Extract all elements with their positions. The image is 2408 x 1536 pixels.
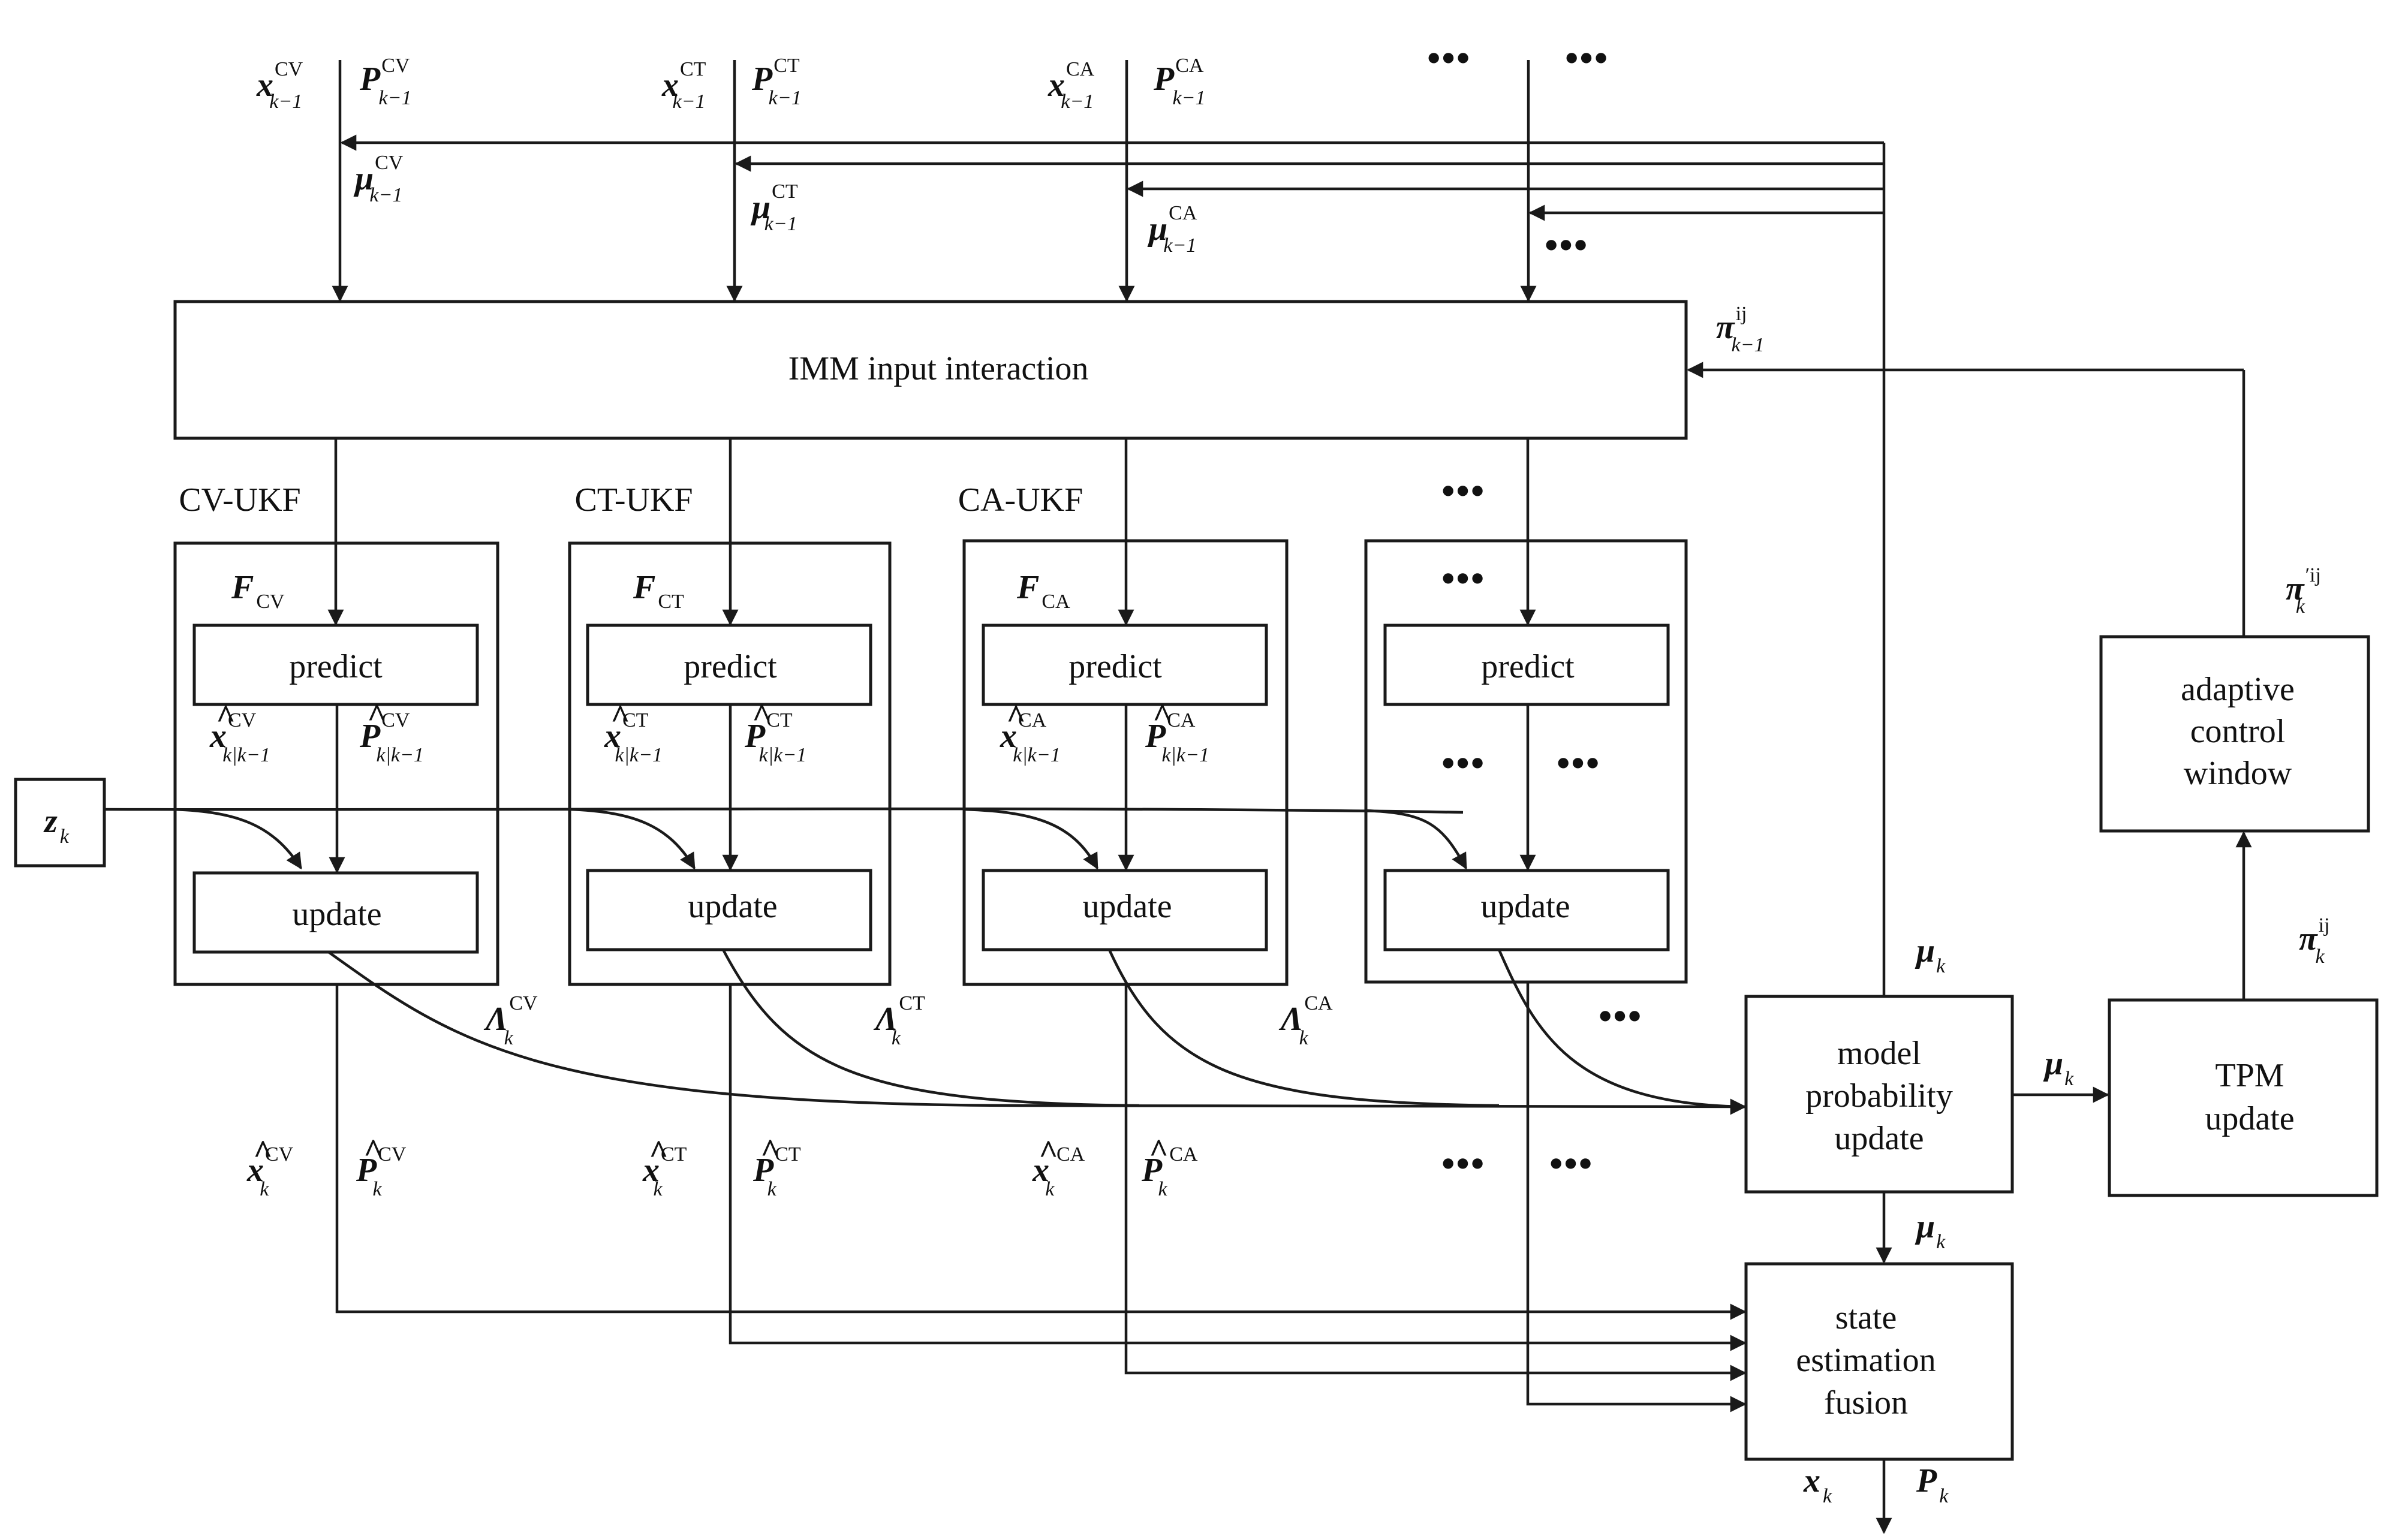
cv-update-block	[192, 871, 479, 954]
imm-block-label: IMM input interaction	[788, 350, 1089, 387]
connections	[104, 60, 2252, 1534]
ct-predict-label: predict	[684, 648, 777, 685]
ct-predict-block	[586, 624, 872, 706]
hat-xhat-ct-pred: ^	[610, 698, 630, 736]
ellipsis-mu: •••	[1545, 224, 1588, 266]
ellipsis-filter-title: •••	[1441, 469, 1485, 512]
cv-update-label: update	[292, 896, 381, 933]
ellipsis-est-2: •••	[1549, 1142, 1593, 1185]
adaptive-line-3: window	[2184, 755, 2292, 792]
measurement-input-block	[14, 778, 106, 868]
hat-phat-ca-k: ^	[1149, 1133, 1168, 1170]
ellipsis-pred-1: •••	[1441, 742, 1485, 784]
ca-update-block	[982, 869, 1268, 951]
hat-xhat-ca-k: ^	[1039, 1134, 1058, 1171]
label-mu-k-bottom: μk	[1915, 1208, 1946, 1253]
hat-xhat-ct-k: ^	[649, 1134, 668, 1171]
ct-update-label: update	[688, 888, 777, 925]
ellipsis-f: •••	[1441, 557, 1485, 600]
model-probability-update-block: model probability update	[1744, 995, 2014, 1194]
model-prob-line-1: model	[1837, 1035, 1921, 1072]
label-mu-k-mid: μk	[2043, 1045, 2074, 1090]
fusion-line-1: state	[1835, 1299, 1897, 1336]
generic-update-block	[1383, 869, 1670, 951]
hat-phat-ca-pred: ^	[1152, 697, 1172, 734]
cv-predict-label: predict	[289, 648, 383, 685]
fusion-line-2: estimation	[1796, 1342, 1936, 1379]
hat-xhat-cv-pred: ^	[216, 698, 235, 736]
hat-phat-cv-k: ^	[363, 1133, 383, 1170]
ellipsis-top-1: •••	[1427, 37, 1471, 79]
ca-predict-label: predict	[1068, 648, 1162, 685]
ellipsis-est-1: •••	[1441, 1142, 1485, 1185]
model-prob-line-2: probability	[1805, 1077, 1953, 1115]
state-estimation-fusion-block: state estimation fusion	[1744, 1262, 2014, 1461]
adaptive-control-window-block: adaptive control window	[2099, 635, 2370, 833]
ellipsis-top-2: •••	[1565, 37, 1609, 79]
ca-update-label: update	[1082, 888, 1172, 925]
hat-phat-cv-pred: ^	[367, 697, 386, 734]
tpm-line-1: TPM	[2215, 1057, 2284, 1094]
adaptive-line-2: control	[2190, 713, 2286, 750]
hat-phat-ct-pred: ^	[752, 697, 771, 734]
ct-ukf-title: CT-UKF	[574, 481, 693, 519]
generic-update-label: update	[1480, 888, 1570, 925]
ellipsis-lambda: •••	[1599, 995, 1642, 1037]
hat-xhat-cv-k: ^	[253, 1134, 272, 1171]
ca-ukf-title: CA-UKF	[958, 481, 1083, 519]
model-prob-line-3: update	[1834, 1120, 1924, 1157]
hat-phat-ct-k: ^	[760, 1133, 779, 1170]
generic-predict-block	[1383, 624, 1670, 706]
generic-predict-label: predict	[1481, 648, 1575, 685]
imm-input-interaction-block: IMM input interaction	[173, 300, 1688, 440]
tpm-update-block: TPM update	[2108, 998, 2379, 1197]
hat-xhat-ca-pred: ^	[1006, 698, 1025, 736]
adaptive-line-1: adaptive	[2181, 671, 2295, 708]
fusion-line-3: fusion	[1824, 1384, 1908, 1421]
generic-ukf-filter: predict update	[1364, 539, 1688, 984]
cv-ukf-title: CV-UKF	[179, 481, 300, 519]
label-mu-k-top: μk	[1915, 932, 1946, 977]
ellipsis-pred-2: •••	[1557, 742, 1600, 784]
tpm-line-2: update	[2205, 1100, 2294, 1137]
